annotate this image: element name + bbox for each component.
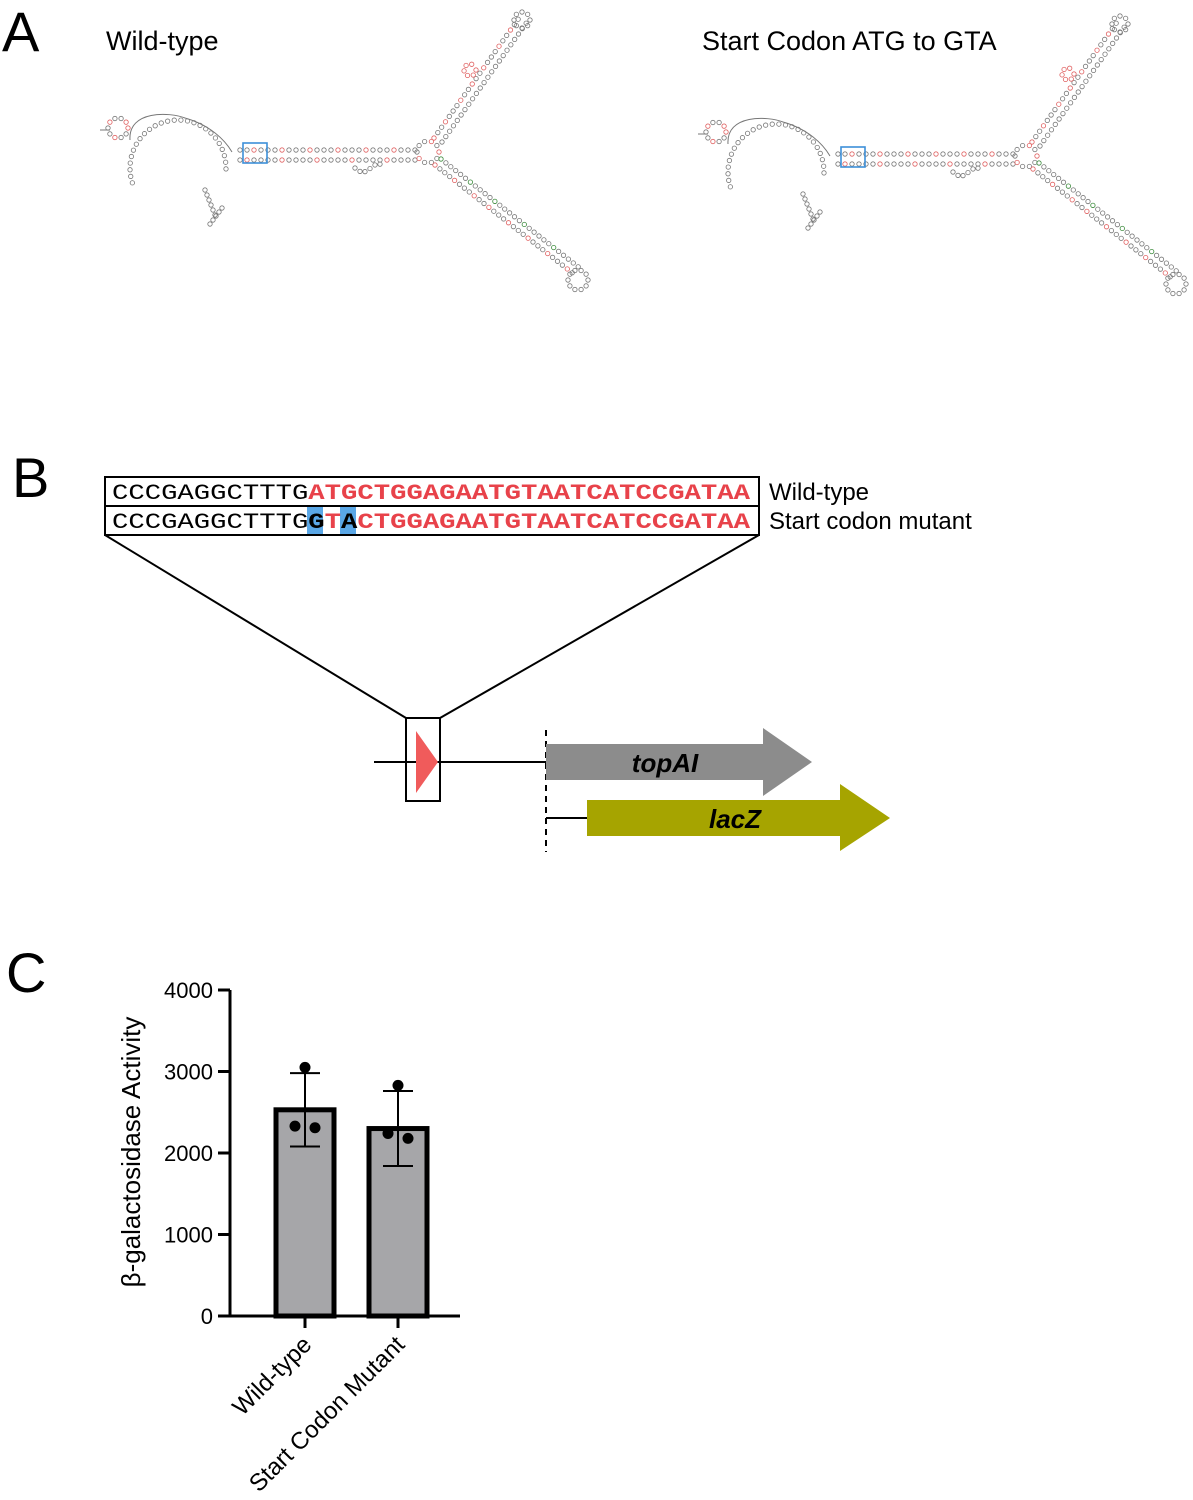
- sequence-label-wild-type: Wild-type: [769, 479, 869, 506]
- gene-label-lacZ: lacZ: [709, 804, 762, 834]
- structure-title-wild-type: Wild-type: [106, 26, 219, 56]
- panel-a-label: A: [2, 0, 40, 63]
- sequence-label-mutant: Start codon mutant: [769, 508, 972, 535]
- y-tick-label: 1000: [164, 1223, 213, 1248]
- rna-structure-wild-type: [100, 9, 591, 293]
- y-tick-label: 3000: [164, 1060, 213, 1085]
- data-point: [309, 1122, 321, 1134]
- data-point: [382, 1127, 394, 1139]
- panel-b-label: B: [12, 446, 50, 509]
- structure-title-mutant: Start Codon ATG to GTA: [702, 26, 997, 56]
- mutation-highlight-1: [307, 507, 323, 534]
- gene-arrow-topAI: [546, 728, 812, 796]
- data-point: [392, 1079, 404, 1091]
- data-point: [289, 1120, 301, 1132]
- element-marker-triangle: [416, 731, 438, 793]
- data-point: [402, 1132, 414, 1144]
- rna-structures: [100, 9, 1189, 297]
- y-tick-label: 2000: [164, 1141, 213, 1166]
- gene-label-topAI: topAI: [632, 748, 699, 778]
- y-tick-label: 4000: [164, 978, 213, 1003]
- y-tick-label: 0: [201, 1304, 213, 1329]
- gene-arrow-lacZ: [587, 784, 890, 851]
- panel-c-label: C: [6, 941, 47, 1004]
- data-point: [299, 1061, 311, 1073]
- y-axis-label: β-galactosidase Activity: [116, 1017, 146, 1288]
- mutation-highlight-2: [340, 507, 356, 534]
- x-tick-label: Wild-type: [227, 1331, 317, 1421]
- x-tick-label: Start Codon Mutant: [244, 1331, 410, 1497]
- rna-structure-mutant: [698, 13, 1189, 297]
